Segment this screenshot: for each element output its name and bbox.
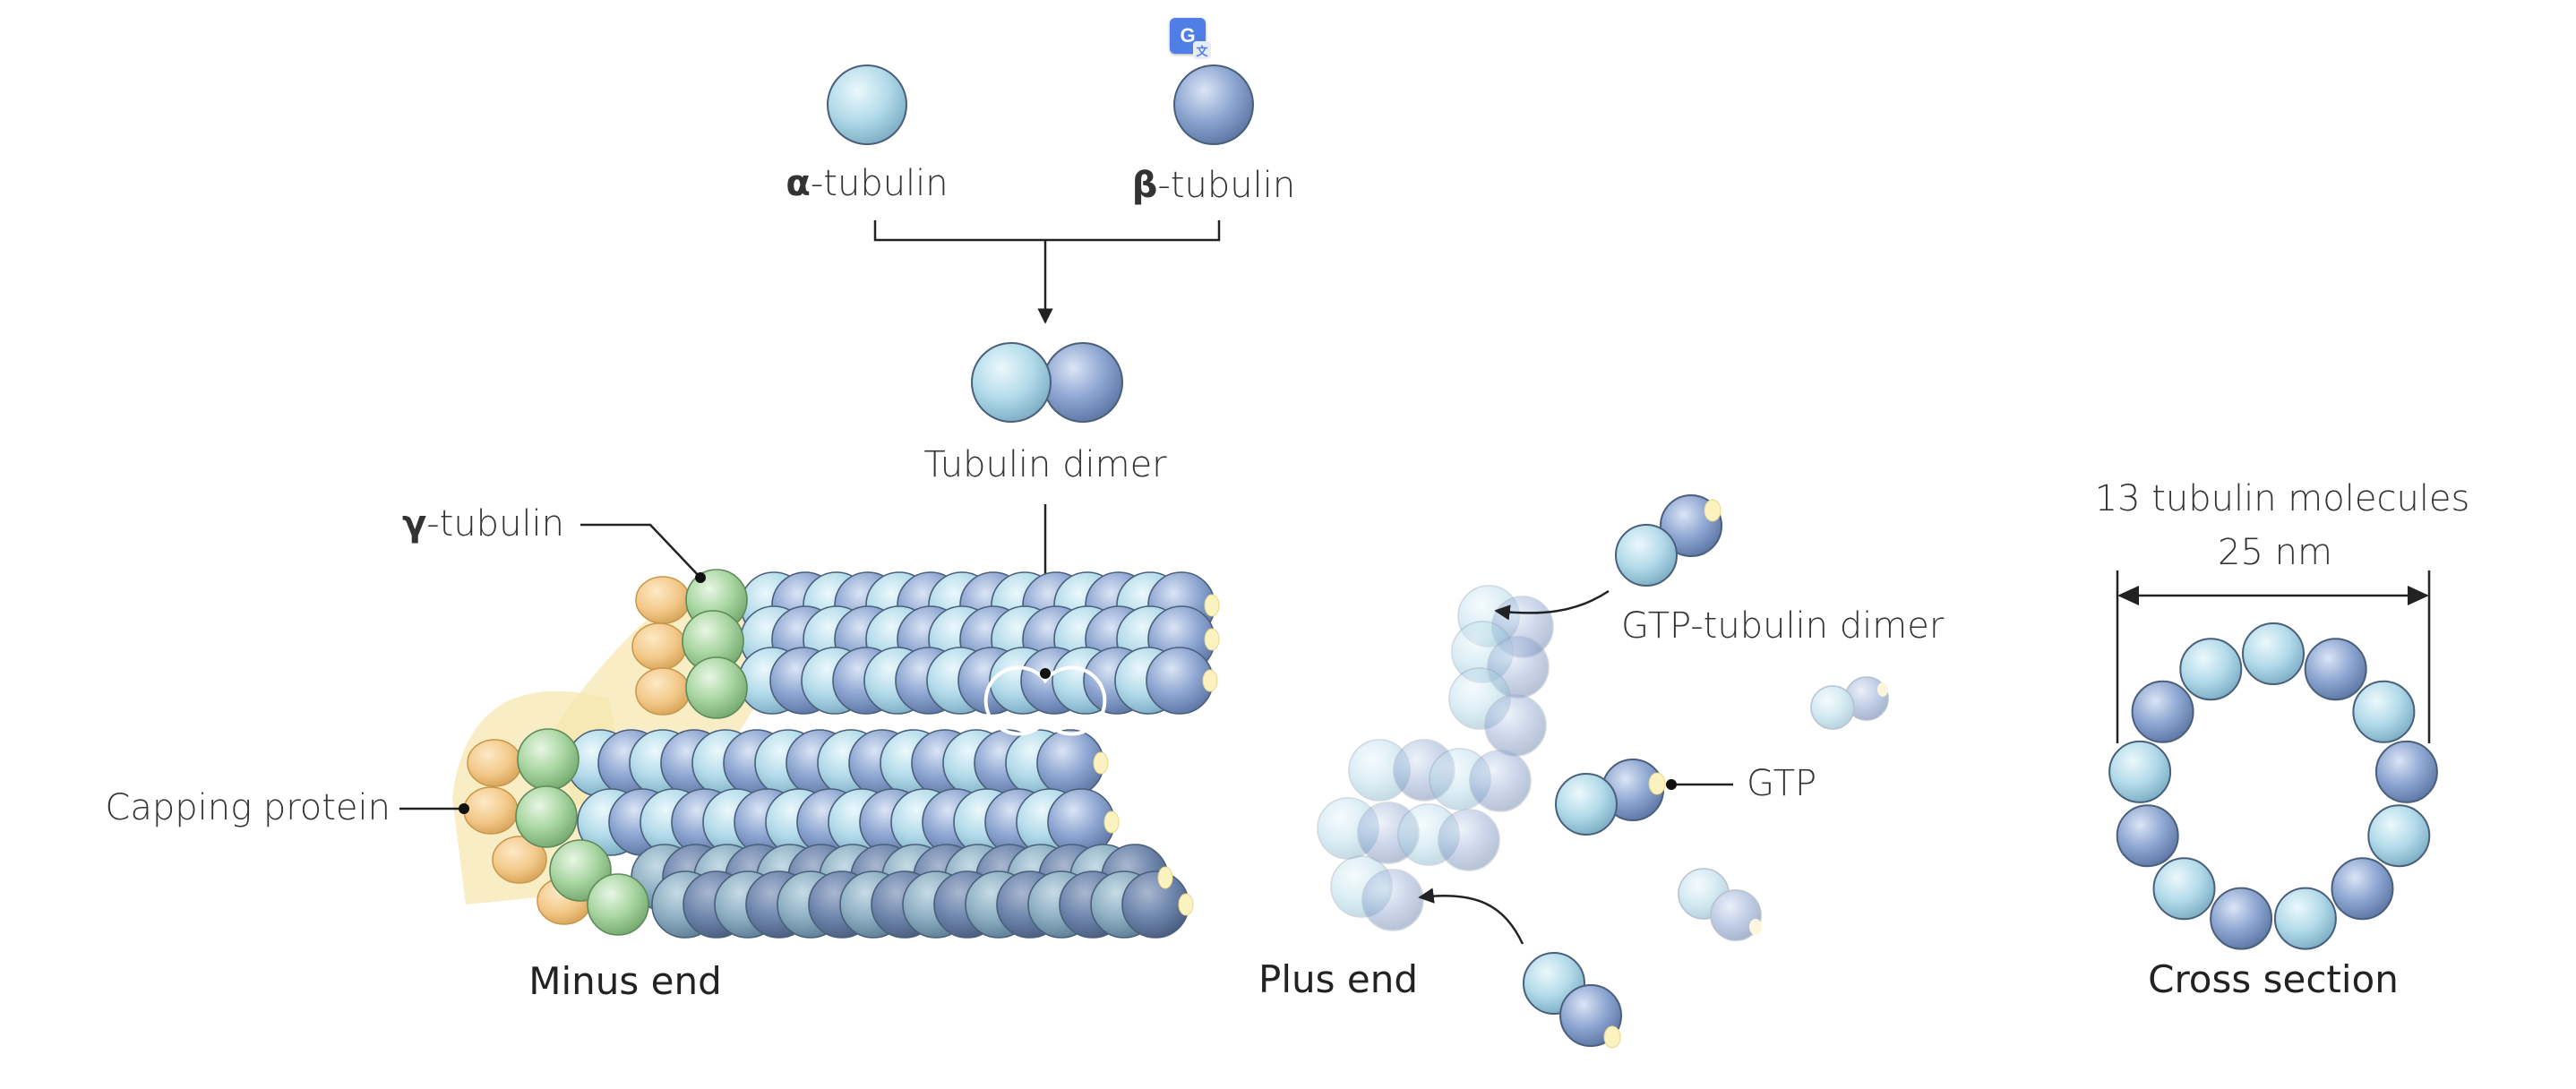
gtp-cap <box>1157 866 1173 889</box>
dimer-formation-connector <box>873 220 1221 324</box>
gamma-tubulin-label: γ-tubulin <box>402 503 564 544</box>
gtp-label: GTP <box>1747 763 1816 804</box>
cross-section-diameter-arrow <box>2116 570 2431 743</box>
capping-protein-label: Capping protein <box>105 787 391 828</box>
highlighted-dimer-outline <box>983 665 1107 736</box>
cross-section-tubulin <box>2304 638 2367 701</box>
gtp-cap <box>1202 669 1218 692</box>
cross-section-tubulin <box>2179 638 2243 701</box>
plus-end-label: Plus end <box>1258 957 1418 1001</box>
capping-protein-bead <box>467 739 522 787</box>
free-dimer-bottom <box>1523 952 1622 1049</box>
cross-section-tubulin <box>2273 887 2337 950</box>
faded-tubulin-bead <box>1469 750 1532 812</box>
gtp-pointer <box>1666 779 1733 790</box>
alpha-tubulin-monomer <box>827 64 907 145</box>
gtp-cap <box>1204 594 1220 617</box>
cross-section-tubulin <box>2152 857 2216 921</box>
capping-protein-bead <box>492 836 547 884</box>
plus-end-arrow <box>1418 887 1524 945</box>
alpha-tubulin-label: α-tubulin <box>786 163 948 204</box>
gamma-tubulin-pointer <box>580 523 706 583</box>
cross-section-count-label: 13 tubulin molecules <box>2095 478 2470 519</box>
capping-protein-pointer <box>399 803 469 814</box>
gtp-tubulin-dimer-free <box>1615 494 1722 587</box>
capping-protein-bead <box>635 667 691 716</box>
gtp-tubulin-dimer-arrow <box>1494 589 1610 621</box>
cross-section-tubulin <box>2210 887 2273 950</box>
faded-tubulin-bead <box>1438 809 1500 871</box>
beta-tubulin-monomer <box>1173 64 1254 145</box>
gtp-cap <box>1204 628 1220 651</box>
tubulin-dimer-label: Tubulin dimer <box>923 444 1167 485</box>
capping-protein-bead <box>631 622 687 671</box>
cross-section-tubulin <box>2116 804 2179 868</box>
beta-tubulin-label: β-tubulin <box>1132 165 1295 206</box>
cross-section-tubulin <box>2108 740 2172 803</box>
cross-section-tubulin <box>2242 622 2305 685</box>
capping-protein-bead <box>463 786 519 835</box>
gamma-tubulin-bead <box>517 728 580 791</box>
free-dimer-faded-lower <box>1678 868 1762 941</box>
translate-badge-icon[interactable]: G 文 <box>1170 18 1211 59</box>
cross-section-label: Cross section <box>2148 957 2399 1001</box>
faded-tubulin-bead <box>1484 694 1547 757</box>
cross-section-tubulin <box>2352 680 2416 743</box>
translate-badge-letter: G <box>1180 24 1196 47</box>
gtp-tubulin-dimer-label: GTP-tubulin dimer <box>1621 605 1945 647</box>
gtp-cap <box>1178 893 1194 916</box>
gtp-cap <box>1103 810 1120 834</box>
free-dimer-gtp <box>1555 759 1666 836</box>
tubulin-dimer-pointer-dot <box>1040 668 1051 679</box>
cross-section-tubulin <box>2367 804 2431 868</box>
tubulin-dimer <box>971 342 1123 423</box>
translate-badge-sub: 文 <box>1193 41 1211 59</box>
gamma-tubulin-bead <box>515 785 578 848</box>
cross-section-ring <box>2108 622 2438 950</box>
cross-section-tubulin <box>2374 740 2438 803</box>
minus-end-label: Minus end <box>528 959 722 1003</box>
gamma-tubulin-bead <box>587 873 649 936</box>
faded-plus-end-dimers <box>1317 585 1554 931</box>
gtp-cap <box>1093 751 1109 775</box>
capping-protein-beads <box>463 576 691 925</box>
faded-tubulin-bead <box>1361 869 1424 931</box>
gamma-tubulin-bead <box>685 656 748 719</box>
cross-section-tubulin <box>2331 857 2394 921</box>
free-dimer-faded-small <box>1810 676 1889 730</box>
capping-protein-bead <box>635 576 691 624</box>
cross-section-tubulin <box>2131 680 2194 743</box>
microtubule-lattice <box>566 571 1220 939</box>
cross-section-diameter-label: 25 nm <box>2218 532 2332 573</box>
gamma-tubulin-ring <box>515 569 748 936</box>
